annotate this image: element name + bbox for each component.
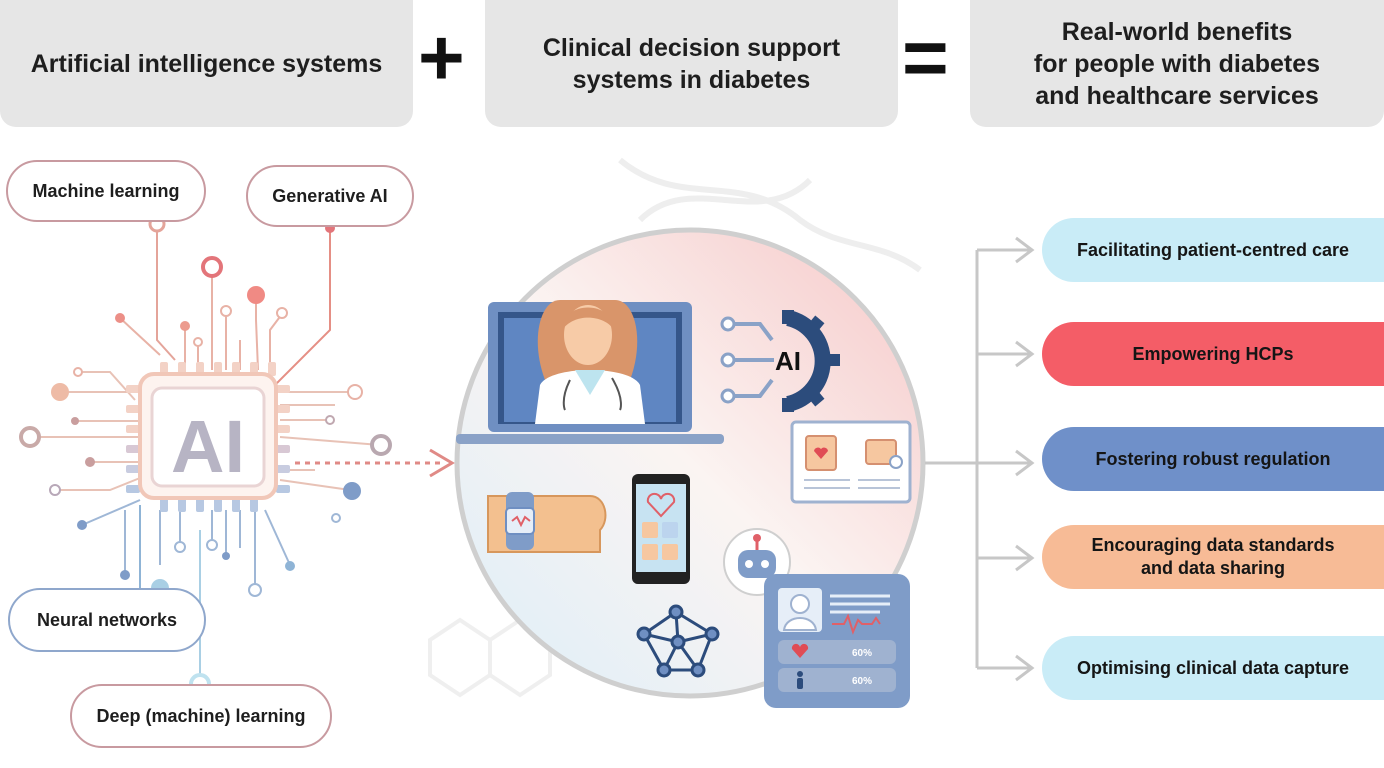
pill-generative-ai: Generative AI [246, 165, 414, 227]
circuit-nodes [19, 215, 392, 695]
ai-gear-label: AI [775, 346, 801, 376]
pill-deep-learning: Deep (machine) learning [70, 684, 332, 748]
smartwatch-icon [487, 492, 607, 553]
benefit-clinical-data-capture: Optimising clinical data capture [1042, 636, 1384, 700]
metric-1: 60% [852, 648, 872, 659]
pill-neural-networks: Neural networks [8, 588, 206, 652]
header-cdss: Clinical decision support systems in dia… [485, 0, 898, 127]
metric-2: 60% [852, 676, 872, 687]
chip-label: AI [171, 405, 245, 488]
network-icon [636, 604, 720, 678]
benefit-data-standards: Encouraging data standards and data shar… [1042, 525, 1384, 589]
clipboard-icon [805, 435, 837, 471]
benefit-robust-regulation: Fostering robust regulation [1042, 427, 1384, 491]
plus-sign: + [418, 13, 465, 102]
background-dna-icon [618, 157, 922, 273]
clipboard-calendar-card [790, 420, 912, 504]
calendar-icon [865, 439, 903, 469]
header-ai-systems: Artificial intelligence systems [0, 0, 413, 127]
benefit-empowering-hcps: Empowering HCPs [1042, 322, 1384, 386]
heart-icon [791, 643, 809, 658]
patient-profile-icon: 60% 60% [764, 574, 910, 708]
doctor-laptop-icon [456, 300, 724, 444]
ai-gear-icon: AI [720, 310, 840, 412]
pill-machine-learning: Machine learning [6, 160, 206, 222]
chip-to-circle-arrow [295, 448, 455, 478]
ai-chip-icon: AI [138, 372, 278, 500]
benefit-connectors [925, 236, 1035, 682]
header-benefits: Real-world benefits for people with diab… [970, 0, 1384, 127]
benefit-patient-centred-care: Facilitating patient-centred care [1042, 218, 1384, 282]
person-icon [797, 671, 803, 689]
equals-sign: = [902, 13, 949, 102]
smartphone-icon [632, 474, 690, 584]
